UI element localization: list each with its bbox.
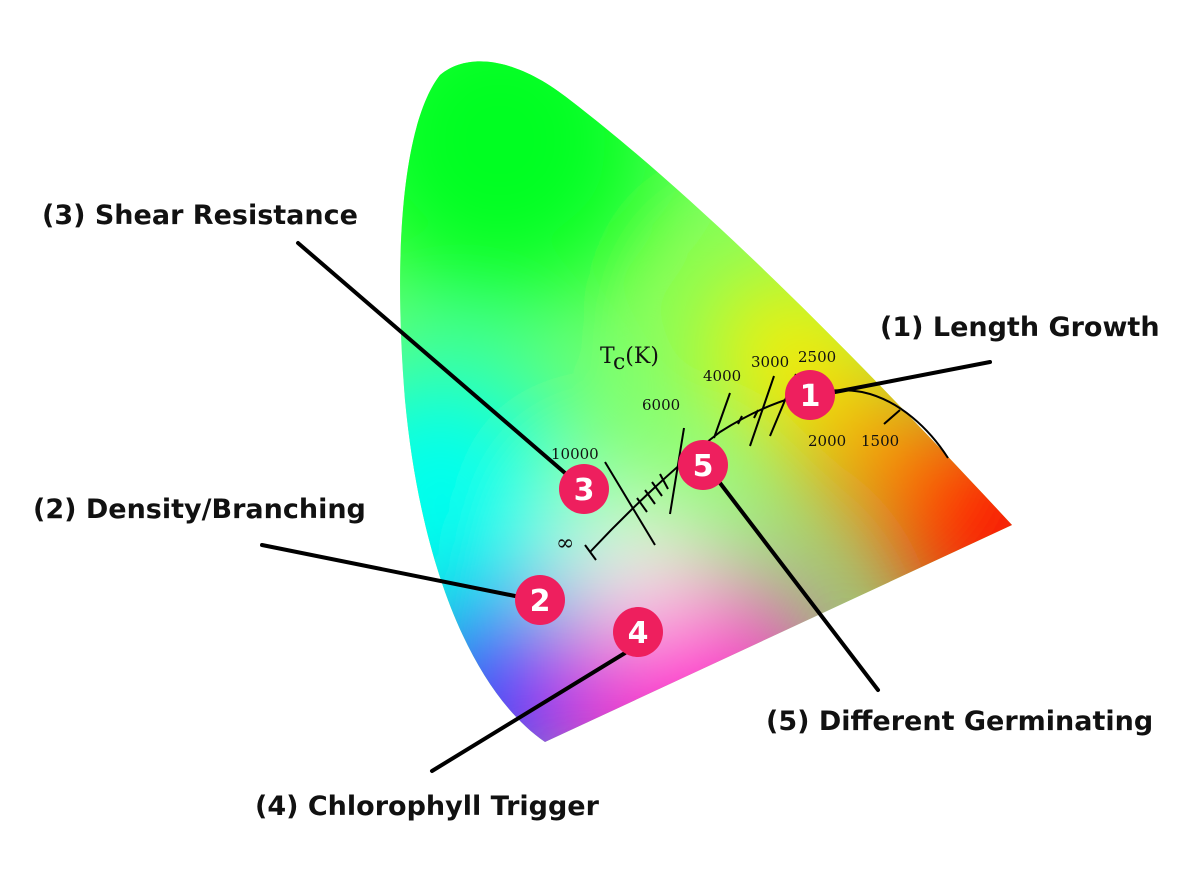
locus-title-sub: c	[613, 350, 625, 375]
locus-curve	[589, 389, 949, 553]
marker-number-4: 4	[628, 616, 649, 651]
leader-line-5	[718, 481, 880, 692]
tick-6000	[669, 427, 685, 515]
marker-3: 3	[559, 464, 609, 514]
cyan-region	[400, 360, 580, 640]
temp-label-4000: 4000	[703, 367, 741, 385]
callout-lines	[260, 241, 992, 773]
leader-line-4	[430, 651, 627, 773]
marker-4: 4	[613, 607, 663, 657]
tick-minor	[644, 489, 656, 505]
marker-number-2: 2	[530, 584, 551, 619]
marker-1: 1	[785, 370, 835, 420]
tick-3000	[749, 375, 775, 447]
callout-label-3: (3) Shear Resistance	[42, 200, 358, 231]
marker-number-5: 5	[693, 449, 714, 484]
tick-minor	[659, 473, 669, 490]
temp-label-infinity: ∞	[556, 531, 574, 556]
marker-2: 2	[515, 575, 565, 625]
leader-line-1	[833, 360, 992, 394]
tick-minor	[636, 497, 648, 513]
callout-label-5: (5) Different Germinating	[766, 706, 1153, 737]
tick-1500	[883, 409, 901, 425]
temp-label-3000: 3000	[751, 353, 789, 371]
tick-10000	[604, 461, 656, 546]
green-region	[400, 61, 670, 310]
temp-label-10000: 10000	[551, 445, 599, 463]
leader-line-3	[296, 241, 567, 475]
temp-label-2500: 2500	[798, 348, 836, 366]
marker-5: 5	[678, 440, 728, 490]
tick-4000	[713, 392, 731, 439]
temp-label-6000: 6000	[642, 396, 680, 414]
locus-title-unit: (K)	[625, 344, 659, 369]
callout-label-1: (1) Length Growth	[880, 312, 1160, 343]
tick-minor	[651, 481, 663, 497]
tick-minor	[753, 409, 759, 419]
temperature-labels: 10000 6000 4000 3000 2500 2000 1500 ∞	[551, 348, 899, 556]
marker-circle	[559, 464, 609, 514]
marker-circle	[515, 575, 565, 625]
chromaticity-gamut	[400, 61, 1012, 743]
callout-label-4: (4) Chlorophyll Trigger	[255, 791, 600, 822]
temp-label-1500: 1500	[861, 432, 899, 450]
temp-label-2000: 2000	[808, 432, 846, 450]
tick-infinity	[584, 544, 597, 561]
marker-circle	[785, 370, 835, 420]
marker-circle	[678, 440, 728, 490]
marker-number-3: 3	[574, 473, 595, 508]
marker-number-1: 1	[800, 379, 821, 414]
tick-minor	[737, 415, 743, 425]
white-point-region	[570, 490, 710, 630]
locus-title-main: T	[600, 344, 615, 369]
marker-circle	[613, 607, 663, 657]
locus-title: Tc(K)	[600, 344, 659, 375]
callout-label-2: (2) Density/Branching	[33, 494, 366, 525]
leader-line-2	[260, 543, 522, 599]
